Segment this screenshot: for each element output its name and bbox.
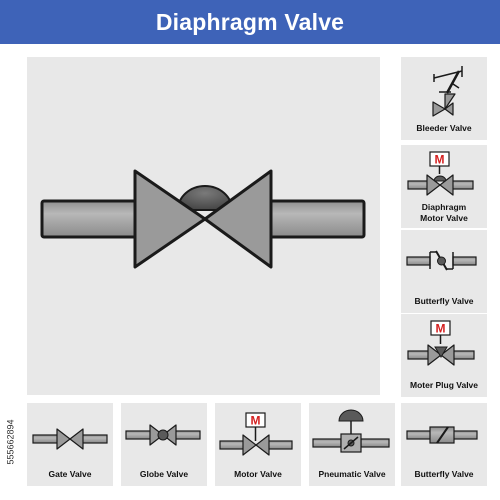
tile-moter-plug-valve: M Moter Plug Valve bbox=[401, 314, 487, 397]
stock-id-text: 555662894 bbox=[6, 419, 16, 465]
pneumatic-valve-label: Pneumatic Valve bbox=[318, 469, 386, 479]
bleeder-valve-icon bbox=[401, 57, 487, 140]
main-diaphragm-valve-panel bbox=[27, 57, 380, 395]
diaphragm-motor-valve-icon: M bbox=[401, 145, 487, 228]
butterfly-valve-icon bbox=[401, 230, 487, 313]
tile-bleeder-valve: Bleeder Valve bbox=[401, 57, 487, 140]
valve-body-left bbox=[133, 169, 207, 269]
butterfly-valve-side-label: Butterfly Valve bbox=[414, 296, 474, 306]
motor-valve-label: Motor Valve bbox=[234, 469, 282, 479]
motor-letter: M bbox=[251, 414, 261, 428]
right-pipe bbox=[262, 199, 366, 239]
butterfly-valve-bottom-label: Butterfly Valve bbox=[414, 469, 474, 479]
tile-butterfly-valve-side: Butterfly Valve bbox=[401, 230, 487, 313]
tile-pneumatic-valve: Pneumatic Valve bbox=[309, 403, 395, 486]
left-pipe bbox=[40, 199, 144, 239]
moter-plug-valve-label: Moter Plug Valve bbox=[409, 380, 479, 390]
gate-valve-icon bbox=[27, 403, 113, 486]
side-credit: 555662894 bbox=[4, 388, 18, 496]
diaphragm-valve-icon bbox=[27, 57, 380, 395]
motor-valve-icon: M bbox=[215, 403, 301, 486]
valve-body-right bbox=[203, 169, 273, 269]
bleeder-valve-label: Bleeder Valve bbox=[416, 123, 472, 133]
tile-butterfly-valve-bottom: Butterfly Valve bbox=[401, 403, 487, 486]
motor-letter: M bbox=[435, 153, 445, 167]
diaphragm-motor-valve-label: Diaphragm Motor Valve bbox=[420, 202, 468, 223]
tile-motor-valve: M Motor Valve bbox=[215, 403, 301, 486]
pneumatic-valve-icon bbox=[309, 403, 395, 486]
tile-gate-valve: Gate Valve bbox=[27, 403, 113, 486]
tile-diaphragm-motor-valve: M Diaphragm Motor Valve bbox=[401, 145, 487, 228]
gate-valve-label: Gate Valve bbox=[48, 469, 92, 479]
motor-letter: M bbox=[436, 322, 446, 336]
page-title: Diaphragm Valve bbox=[155, 8, 345, 35]
globe-valve-label: Globe Valve bbox=[139, 469, 189, 479]
motor-plug-valve-icon: M bbox=[401, 314, 487, 397]
butterfly-valve-icon bbox=[401, 403, 487, 486]
tile-globe-valve: Globe Valve bbox=[121, 403, 207, 486]
title-banner: Diaphragm Valve bbox=[0, 0, 500, 44]
globe-valve-icon bbox=[121, 403, 207, 486]
